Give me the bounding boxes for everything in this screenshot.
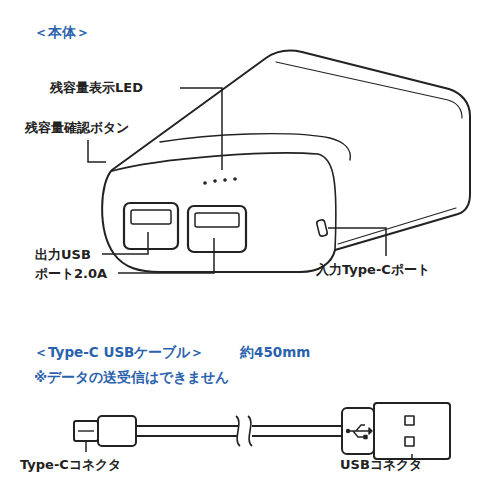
led-dots — [203, 177, 237, 185]
cable — [252, 426, 342, 436]
leader-line — [328, 228, 386, 256]
usb-port — [124, 203, 178, 249]
part-label: 残容量確認ボタン — [25, 119, 129, 136]
type-c-plug-slot — [78, 430, 94, 431]
usb-plug — [374, 403, 450, 459]
type-c-plug — [74, 421, 98, 441]
usb-port — [188, 206, 246, 252]
cable-break — [236, 416, 252, 446]
back-edge — [276, 62, 462, 118]
part-label: USBコネクタ — [340, 456, 422, 473]
leader-line — [88, 140, 106, 162]
part-label: 入力Type-Cポート — [316, 261, 430, 278]
part-label: 出力USB ポート2.0A — [35, 245, 117, 283]
leader-line — [118, 238, 214, 273]
section-heading: ＜本体＞ — [34, 24, 90, 41]
leader-line — [180, 88, 222, 170]
type-c-housing — [98, 416, 136, 446]
usb-housing — [342, 408, 374, 454]
leader-line — [85, 442, 87, 452]
right-bottom-edge — [338, 208, 456, 244]
note: ※データの送受信はできません — [34, 369, 229, 386]
usb-plug-hole — [405, 437, 414, 446]
usb-plug-hole — [405, 416, 414, 425]
front-face-edge — [112, 153, 336, 250]
part-label: Type-Cコネクタ — [20, 456, 121, 473]
usb-port-tongue — [195, 213, 239, 227]
cap-seam — [160, 134, 350, 160]
usb-symbol — [347, 425, 373, 439]
usb-port-tongue — [131, 210, 171, 224]
part-label: 残容量表示LED — [50, 79, 143, 96]
cable — [136, 426, 238, 436]
power-bank-body — [102, 51, 470, 272]
type-c-port — [316, 219, 328, 236]
section-heading: ＜Type-C USBケーブル＞ — [34, 344, 204, 361]
leader-line — [102, 232, 148, 254]
dimension: 約450mm — [240, 344, 310, 361]
